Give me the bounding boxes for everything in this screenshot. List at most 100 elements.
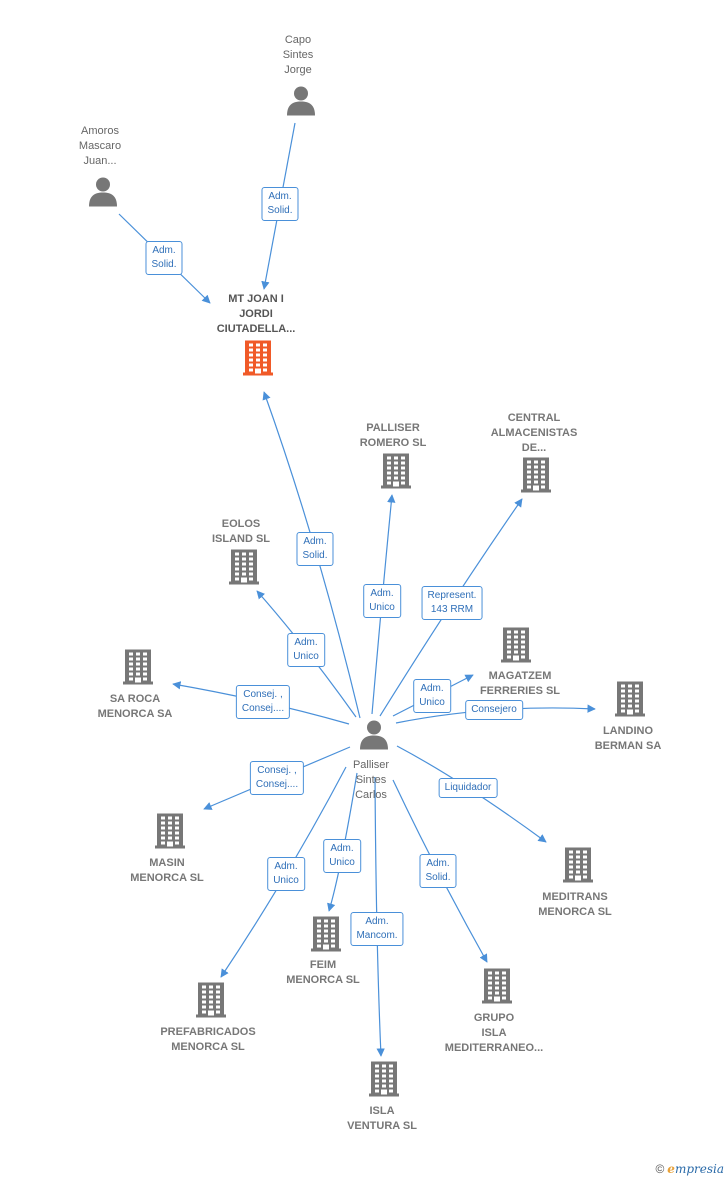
node-label-line: MEDITRANS: [542, 891, 608, 903]
building-icon: [196, 982, 226, 1018]
edge-label-amoros-to-mtjoan[interactable]: Adm. Solid.: [145, 241, 183, 275]
node-label-line: Sintes: [282, 49, 314, 61]
edge-label-palliser_carlos-to-magatzem[interactable]: Adm. Unico: [413, 679, 451, 713]
building-icon: [311, 916, 341, 952]
edge-label-line: Consej. ,: [243, 689, 283, 700]
edge-label-line: Consej....: [241, 703, 285, 714]
edge-label-line: Solid.: [302, 550, 328, 561]
person-icon: [287, 86, 315, 116]
node-icon-eolos[interactable]: [229, 549, 259, 590]
person-icon: [360, 720, 388, 750]
node-label-line: Carlos: [355, 789, 387, 801]
edge-label-line: Adm.: [274, 861, 298, 872]
building-icon: [501, 627, 531, 663]
edge-label-palliser_carlos-to-isla_ventura[interactable]: Adm.Mancom.: [350, 912, 404, 946]
building-icon: [369, 1061, 399, 1097]
node-icon-prefabricados[interactable]: [196, 982, 226, 1023]
node-icon-grupo[interactable]: [482, 968, 512, 1009]
node-icon-palliser_romero[interactable]: [381, 453, 411, 494]
node-label-masin[interactable]: MASIN MENORCA SL: [130, 856, 204, 886]
node-icon-capo[interactable]: [286, 86, 316, 121]
edge-label-line: Adm.: [294, 637, 318, 648]
edge-label-line: Unico: [419, 697, 445, 708]
node-label-line: MENORCA SL: [130, 872, 204, 884]
node-icon-amoros[interactable]: [88, 177, 118, 212]
edge-label-line: Adm.: [330, 843, 354, 854]
edge-label-line: Adm.: [268, 191, 292, 202]
node-label-line: PREFABRICADOS: [160, 1026, 256, 1038]
node-label-line: Juan...: [83, 155, 117, 167]
node-icon-mtjoan[interactable]: [243, 340, 273, 381]
node-label-line: MAGATZEM: [488, 670, 552, 682]
edge-label-line: 143 RRM: [430, 604, 474, 615]
building-icon: [381, 453, 411, 489]
footer-brand[interactable]: © empresia: [655, 1162, 724, 1176]
edge-label-palliser_carlos-to-meditrans[interactable]: Liquidador: [438, 778, 498, 798]
building-icon: [521, 457, 551, 493]
edge-label-line: Adm.: [420, 683, 444, 694]
edge-label-palliser_carlos-to-masin[interactable]: Consej. ,Consej....: [249, 761, 305, 795]
node-label-line: JORDI: [239, 308, 273, 320]
edge-label-line: Liquidador: [444, 782, 492, 793]
node-label-line: LANDINO: [602, 725, 654, 737]
node-label-line: MENORCA SL: [171, 1041, 245, 1053]
node-icon-meditrans[interactable]: [563, 847, 593, 888]
node-label-line: Mascaro: [78, 140, 122, 152]
node-label-meditrans[interactable]: MEDITRANS MENORCA SL: [538, 890, 612, 920]
node-label-line: PALLISER: [366, 422, 420, 434]
edge-label-palliser_carlos-to-prefabricados[interactable]: Adm.Unico: [267, 857, 305, 891]
edge-label-palliser_carlos-to-eolos[interactable]: Adm.Unico: [287, 633, 325, 667]
node-icon-magatzem[interactable]: [501, 627, 531, 668]
edge-label-palliser_carlos-to-saroca[interactable]: Consej. , Consej....: [235, 685, 291, 719]
node-icon-feim[interactable]: [311, 916, 341, 957]
edge-label-line: Consej. ,: [257, 765, 297, 776]
node-label-line: Sintes: [355, 774, 387, 786]
edge-label-palliser_carlos-to-mtjoan[interactable]: Adm.Solid.: [296, 532, 334, 566]
edge-label-palliser_carlos-to-landino[interactable]: Consejero: [465, 700, 523, 720]
node-label-line: ISLA: [481, 1027, 507, 1039]
node-label-line: MASIN: [149, 857, 185, 869]
node-label-prefabricados[interactable]: PREFABRICADOS MENORCA SL: [160, 1025, 255, 1055]
edge-label-line: Adm.: [152, 245, 176, 256]
node-icon-central[interactable]: [521, 457, 551, 498]
node-label-line: MENORCA SA: [97, 708, 173, 720]
edge-label-line: Mancom.: [356, 930, 398, 941]
node-icon-isla_ventura[interactable]: [369, 1061, 399, 1102]
building-icon: [229, 549, 259, 585]
node-label-line: MENORCA SL: [538, 906, 612, 918]
edge-label-palliser_carlos-to-central[interactable]: Represent. 143 RRM: [421, 586, 483, 620]
node-icon-saroca[interactable]: [123, 649, 153, 690]
edge-label-line: Solid.: [267, 205, 293, 216]
node-icon-landino[interactable]: [615, 681, 645, 722]
node-icon-masin[interactable]: [155, 813, 185, 854]
edge-label-palliser_carlos-to-grupo[interactable]: Adm.Solid.: [419, 854, 457, 888]
edge-label-capo-to-mtjoan[interactable]: Adm. Solid.: [261, 187, 299, 221]
node-label-line: Capo: [284, 34, 312, 46]
edge-label-line: Solid.: [151, 259, 177, 270]
node-label-line: MEDITERRANEO...: [444, 1042, 544, 1054]
edge-label-palliser_carlos-to-palliser_romero[interactable]: Adm.Unico: [363, 584, 401, 618]
node-icon-palliser_carlos[interactable]: [359, 720, 389, 755]
brand-logo: empresia: [667, 1162, 724, 1176]
edge-label-line: Unico: [329, 857, 355, 868]
node-label-line: ISLAND SL: [211, 533, 271, 545]
edge-label-line: Represent.: [427, 590, 477, 601]
node-label-line: Palliser: [352, 759, 390, 771]
edge-label-palliser_carlos-to-feim[interactable]: Adm. Unico: [323, 839, 361, 873]
building-icon: [243, 340, 273, 376]
copyright-symbol: ©: [655, 1162, 665, 1176]
edge-label-line: Solid.: [425, 872, 451, 883]
